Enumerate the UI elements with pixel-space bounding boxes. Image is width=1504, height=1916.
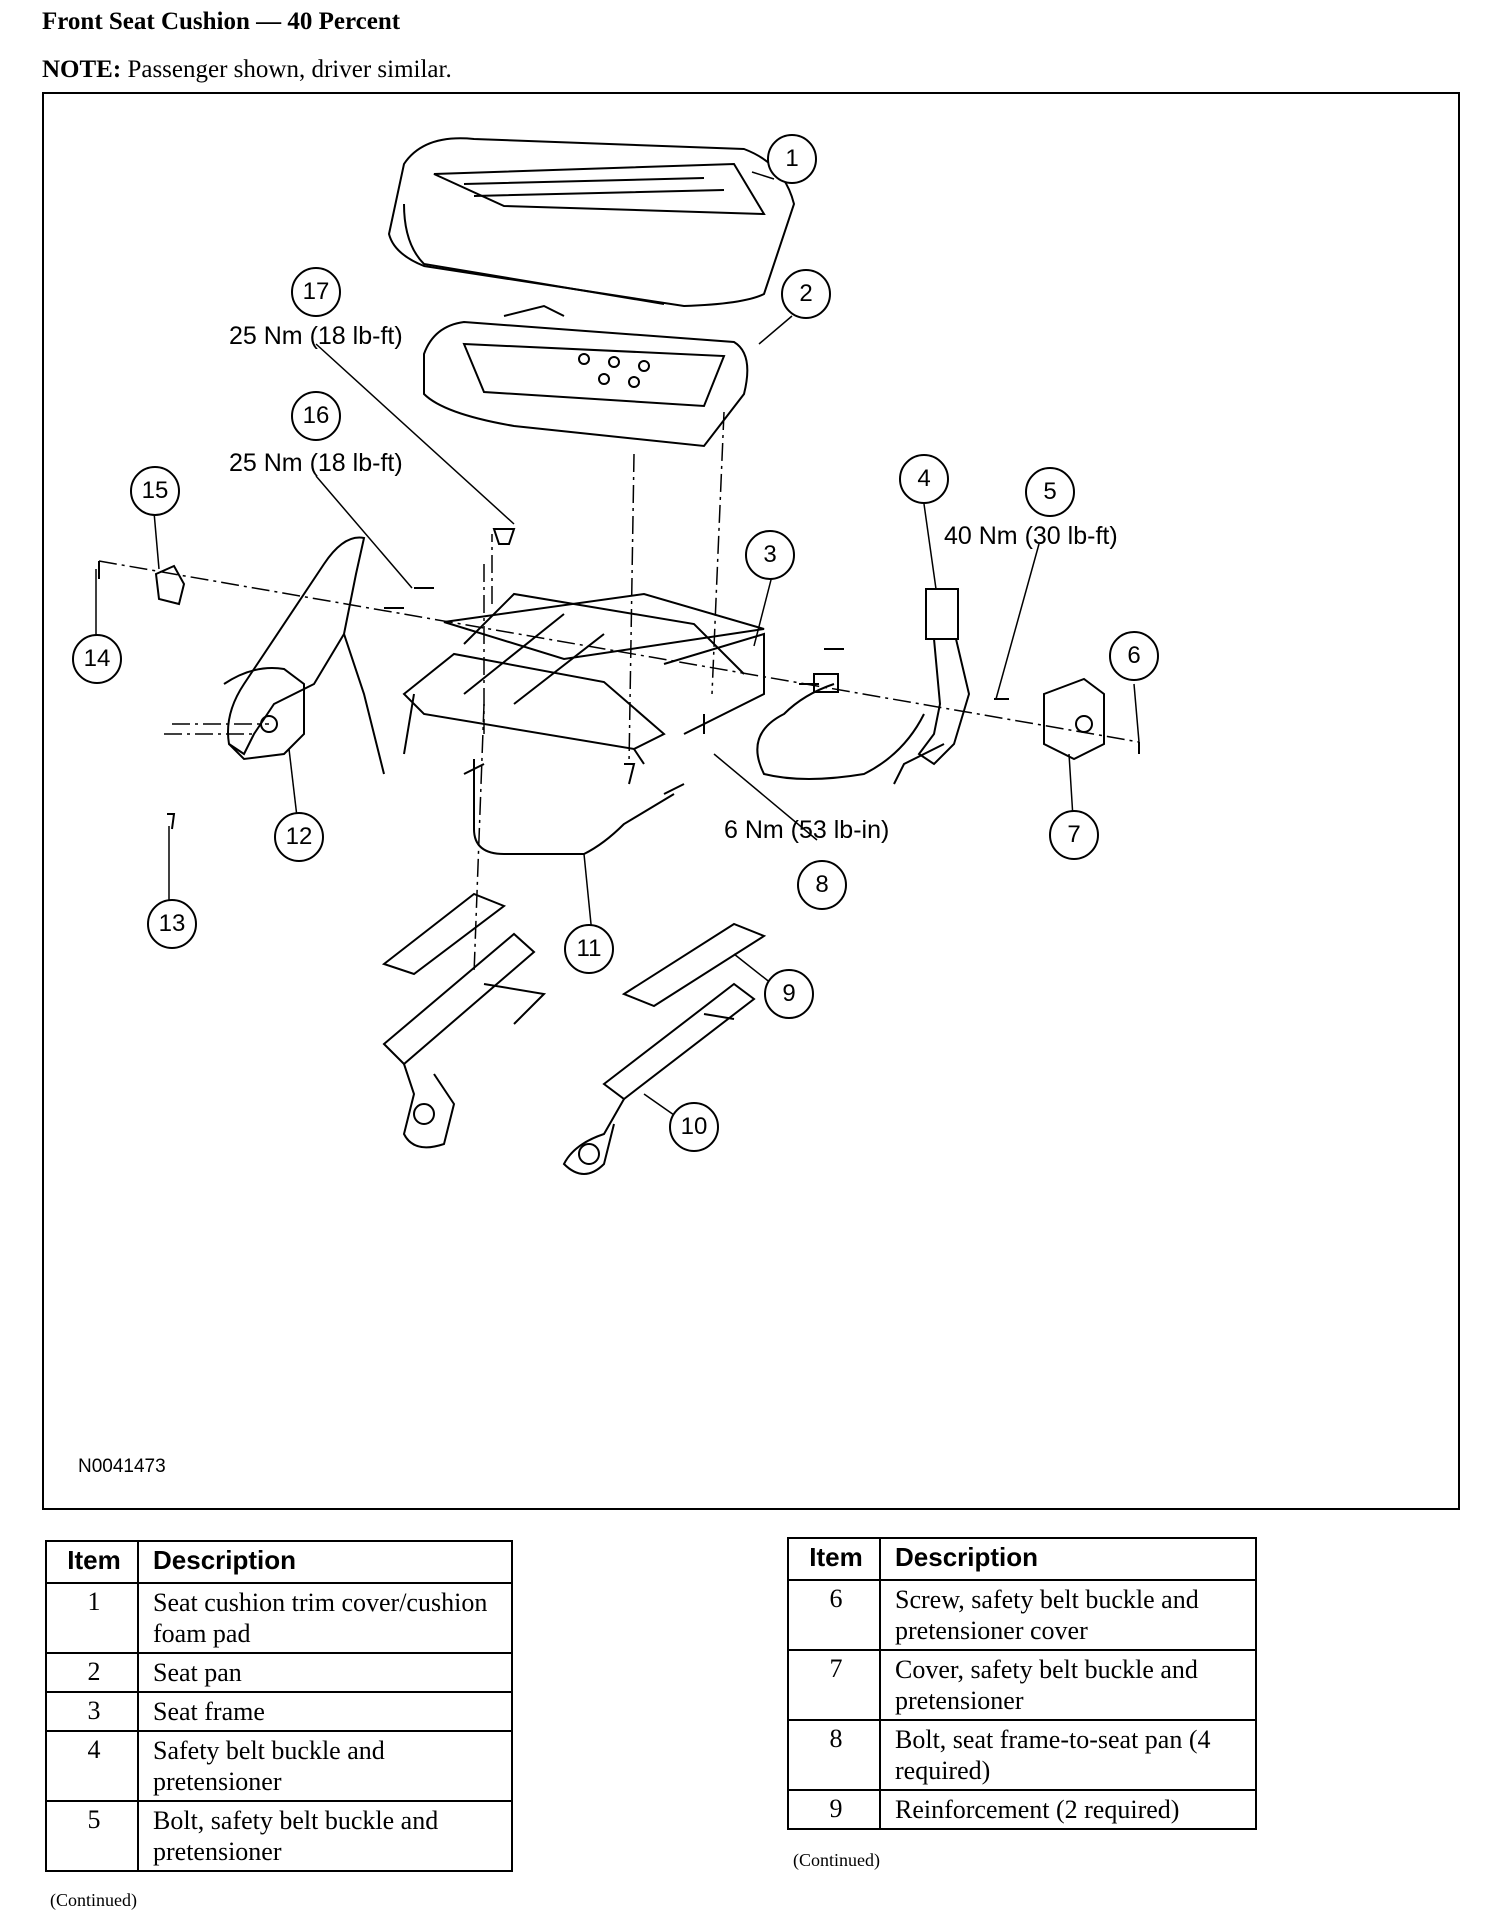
table-header-row: Item Description <box>45 1540 513 1584</box>
item-number: 9 <box>787 1789 881 1830</box>
item-number: 7 <box>787 1649 881 1721</box>
callout-9: 9 <box>764 969 814 1019</box>
torque-spec-8: 6 Nm (53 lb-in) <box>724 816 890 844</box>
item-number: 1 <box>45 1582 139 1654</box>
item-description: Reinforcement (2 required) <box>879 1789 1257 1830</box>
callout-2: 2 <box>781 269 831 319</box>
table-row: 1 Seat cushion trim cover/cushion foam p… <box>45 1582 513 1654</box>
seat-pan-drawing <box>423 304 749 448</box>
callout-12: 12 <box>274 812 324 862</box>
table-row: 6 Screw, safety belt buckle and pretensi… <box>787 1579 1257 1651</box>
seat-frame-drawing <box>402 592 765 765</box>
callout-13: 13 <box>147 899 197 949</box>
page-note: NOTE: Passenger shown, driver similar. <box>42 56 452 84</box>
item-description: Screw, safety belt buckle and pretension… <box>879 1579 1257 1651</box>
continued-note-left: (Continued) <box>50 1890 137 1910</box>
column-header-item: Item <box>787 1537 881 1581</box>
torque-spec-5: 40 Nm (30 lb-ft) <box>944 522 1118 550</box>
item-description: Seat frame <box>137 1691 513 1732</box>
side-shield-drawing <box>223 536 385 775</box>
item-description: Seat pan <box>137 1652 513 1693</box>
exploded-view-figure: 1 2 3 4 5 6 7 8 9 10 11 12 13 14 15 16 1… <box>42 92 1460 1510</box>
callout-5: 5 <box>1025 467 1075 517</box>
table-row: 3 Seat frame <box>45 1691 513 1732</box>
torque-spec-17: 25 Nm (18 lb-ft) <box>229 322 403 350</box>
parts-table-left: Item Description 1 Seat cushion trim cov… <box>45 1540 513 1872</box>
parts-table-right: Item Description 6 Screw, safety belt bu… <box>787 1537 1257 1830</box>
callout-1: 1 <box>767 134 817 184</box>
page-title: Front Seat Cushion — 40 Percent <box>42 8 401 35</box>
table-row: 8 Bolt, seat frame-to-seat pan (4 requir… <box>787 1719 1257 1791</box>
column-header-description: Description <box>137 1540 513 1584</box>
table-row: 9 Reinforcement (2 required) <box>787 1789 1257 1830</box>
callout-10: 10 <box>669 1102 719 1152</box>
callout-8: 8 <box>797 860 847 910</box>
table-row: 2 Seat pan <box>45 1652 513 1693</box>
callout-3: 3 <box>745 530 795 580</box>
seat-cushion-drawing <box>387 137 796 308</box>
callout-6: 6 <box>1109 631 1159 681</box>
continued-note-right: (Continued) <box>793 1850 880 1870</box>
callout-15: 15 <box>130 466 180 516</box>
item-number: 6 <box>787 1579 881 1651</box>
callout-4: 4 <box>899 454 949 504</box>
item-description: Seat cushion trim cover/cushion foam pad <box>137 1582 513 1654</box>
callout-16: 16 <box>291 391 341 441</box>
callout-17: 17 <box>291 267 341 317</box>
seat-track-right-drawing <box>562 922 767 1175</box>
table-row: 5 Bolt, safety belt buckle and pretensio… <box>45 1800 513 1872</box>
item-number: 3 <box>45 1691 139 1732</box>
table-row: 7 Cover, safety belt buckle and pretensi… <box>787 1649 1257 1721</box>
column-header-item: Item <box>45 1540 139 1584</box>
item-description: Bolt, seat frame-to-seat pan (4 required… <box>879 1719 1257 1791</box>
callout-14: 14 <box>72 634 122 684</box>
exploded-view-drawing <box>95 137 1140 1175</box>
table-header-row: Item Description <box>787 1537 1257 1581</box>
seat-track-left-drawing <box>381 892 547 1149</box>
item-description: Safety belt buckle and pretensioner <box>137 1730 513 1802</box>
seat-belt-buckle-drawing <box>893 588 971 785</box>
note-text: Passenger shown, driver similar. <box>121 56 452 83</box>
table-row: 4 Safety belt buckle and pretensioner <box>45 1730 513 1802</box>
item-description: Bolt, safety belt buckle and pretensione… <box>137 1800 513 1872</box>
callout-11: 11 <box>564 924 614 974</box>
column-header-description: Description <box>879 1537 1257 1581</box>
item-number: 2 <box>45 1652 139 1693</box>
item-number: 8 <box>787 1719 881 1791</box>
item-description: Cover, safety belt buckle and pretension… <box>879 1649 1257 1721</box>
item-number: 5 <box>45 1800 139 1872</box>
torque-spec-16: 25 Nm (18 lb-ft) <box>229 449 403 477</box>
callout-7: 7 <box>1049 810 1099 860</box>
item-number: 4 <box>45 1730 139 1802</box>
figure-id: N0041473 <box>78 1456 166 1477</box>
note-label: NOTE: <box>42 56 122 83</box>
